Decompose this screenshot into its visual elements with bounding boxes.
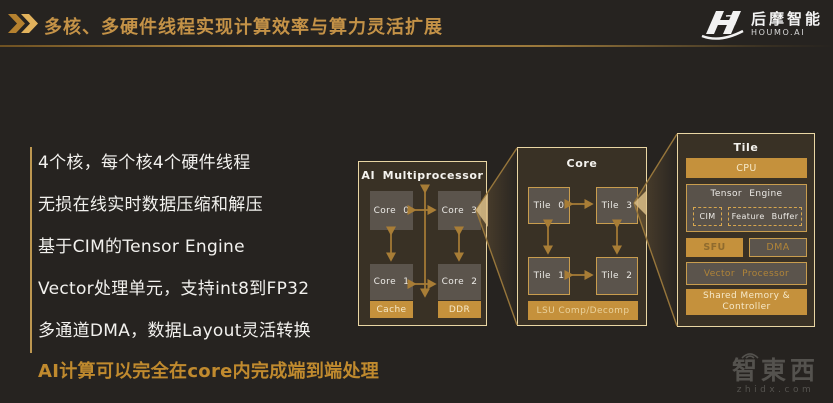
panel-title: Core bbox=[566, 157, 598, 170]
page-title: 多核、多硬件线程实现计算效率与算力灵活扩展 bbox=[44, 17, 443, 38]
bullet-accent-line bbox=[30, 147, 32, 353]
dma-box: DMA bbox=[749, 238, 807, 257]
shared-memory-box: Shared Memory & Controller bbox=[686, 289, 807, 315]
panel-core: Core Tile 0 Tile 3 Tile 1 Tile 2 LSU Com… bbox=[517, 147, 647, 326]
feature-item: 多通道DMA，数据Layout灵活转换 bbox=[38, 320, 311, 341]
houmo-logo-icon bbox=[700, 7, 744, 41]
vector-processor-box: Vector Processor bbox=[686, 262, 807, 285]
cache-box: Cache bbox=[370, 301, 413, 318]
tile0-box: Tile 0 bbox=[528, 187, 570, 224]
core0-box: Core 0 bbox=[370, 191, 413, 230]
watermark-name: 智東西 bbox=[731, 355, 819, 385]
tile1-box: Tile 1 bbox=[528, 257, 570, 295]
core3-box: Core 3 bbox=[438, 191, 481, 230]
logo-name-en: HOUMO.AI bbox=[750, 28, 806, 38]
wifi-arcs-icon bbox=[732, 350, 819, 359]
feature-item: 4个核，每个核4个硬件线程 bbox=[38, 152, 251, 173]
feature-buffer-box: Feature Buffer bbox=[728, 207, 802, 226]
houmo-logo: 后摩智能 HOUMO.AI bbox=[700, 7, 823, 41]
cim-box: CIM bbox=[693, 207, 722, 226]
cpu-box: CPU bbox=[686, 158, 807, 178]
tile3-box: Tile 3 bbox=[596, 187, 638, 224]
ddr-box: DDR bbox=[438, 301, 481, 318]
panel-title: Tile bbox=[733, 141, 759, 154]
panel-tile: Tile CPU Tensor Engine CIM Feature Buffe… bbox=[677, 133, 815, 327]
core2-box: Core 2 bbox=[438, 264, 481, 300]
double-chevron-icon bbox=[8, 14, 40, 33]
tensor-engine-label: Tensor Engine bbox=[710, 189, 783, 199]
sfu-box: SFU bbox=[686, 238, 743, 257]
header-divider bbox=[0, 45, 833, 47]
lsu-box: LSU Comp/Decomp bbox=[528, 301, 638, 320]
feature-item: 基于CIM的Tensor Engine bbox=[38, 236, 245, 257]
feature-item: Vector处理单元，支持int8到FP32 bbox=[38, 278, 310, 299]
panel-title: AI Multiprocessor bbox=[361, 169, 484, 182]
feature-list: 4个核，每个核4个硬件线程 无损在线实时数据压缩和解压 基于CIM的Tensor… bbox=[38, 139, 380, 391]
watermark-url: zhidx.com bbox=[736, 385, 815, 395]
tile2-box: Tile 2 bbox=[596, 257, 638, 295]
tensor-engine-box: Tensor Engine CIM Feature Buffer bbox=[686, 184, 807, 232]
feature-highlight: AI计算可以完全在core内完成端到端处理 bbox=[38, 361, 380, 382]
panel-ai-multiprocessor: AI Multiprocessor Core 0 Core 3 Core 1 C… bbox=[358, 161, 487, 326]
zhidx-watermark: 智東西 zhidx.com bbox=[732, 350, 819, 395]
feature-item: 无损在线实时数据压缩和解压 bbox=[38, 194, 263, 215]
core1-box: Core 1 bbox=[370, 264, 413, 300]
logo-name-cn: 后摩智能 bbox=[750, 9, 823, 28]
